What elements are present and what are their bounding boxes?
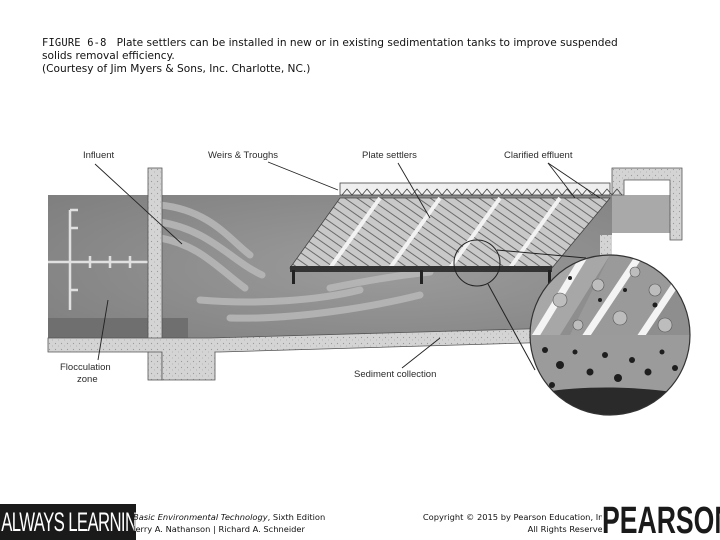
figure-caption: FIGURE 6-8 Plate settlers can be install…: [42, 37, 682, 76]
plate-support-beam: [290, 266, 552, 272]
flow-streaks: [156, 201, 434, 322]
rights-text: All Rights Reserved: [527, 524, 608, 534]
plate-gaps: [328, 196, 562, 270]
zoom-focus-circle: [453, 239, 501, 287]
magnified-circle-border: [529, 254, 691, 416]
tank-bottom-slab: [47, 327, 561, 381]
influent-wall: [147, 167, 163, 381]
plate-settlers-label: Plate settlers: [362, 150, 417, 161]
pearson-text: PEARSON: [602, 502, 720, 540]
book-edition: , Sixth Edition: [267, 512, 326, 522]
outlet-channel-walls: [611, 167, 683, 241]
book-title: Basic Environmental Technology: [133, 512, 268, 522]
outlet-channel-water: [612, 195, 670, 233]
copyright-block: Copyright © 2015 by Pearson Education, I…: [423, 511, 608, 535]
magnified-plate-detail: [530, 255, 690, 415]
weirs-troughs-label: Weirs & Troughs: [208, 150, 278, 161]
clarified-effluent-label: Clarified effluent: [504, 150, 573, 161]
flocculation-piping: [48, 208, 148, 310]
pearson-logo: PEARSON: [602, 502, 720, 540]
caption-line-3: (Courtesy of Jim Myers & Sons, Inc. Char…: [42, 63, 311, 75]
leader-lines: [94, 161, 601, 369]
zoom-connector-bottom: [487, 283, 536, 371]
weir-teeth: [341, 188, 623, 196]
tank-floor: [48, 318, 188, 340]
caption-line-2: solids removal efficiency.: [42, 50, 175, 62]
book-info: Basic Environmental Technology, Sixth Ed…: [133, 511, 325, 535]
sediment-collection-label: Sediment collection: [354, 369, 436, 380]
support-leg-left: [292, 270, 295, 284]
support-leg-mid: [420, 270, 423, 284]
always-learning-text: ALWAYS LEARNING: [1, 507, 136, 537]
influent-label: Influent: [83, 150, 115, 161]
book-authors: Jerry A. Nathanson | Richard A. Schneide…: [133, 524, 305, 534]
flocculation-zone-label: zone: [77, 374, 98, 385]
sedimentation-tank-diagram: Influent Weirs & Troughs Plate settlers …: [47, 150, 691, 416]
caption-line-1: Plate settlers can be installed in new o…: [116, 37, 618, 49]
support-leg-right: [548, 270, 551, 284]
flocculation-label: Flocculation: [60, 362, 111, 373]
zoom-connector-top: [496, 249, 587, 259]
copyright-text: Copyright © 2015 by Pearson Education, I…: [422, 512, 608, 522]
figure-number: FIGURE 6-8: [42, 37, 107, 49]
weir-trough: [339, 182, 611, 196]
always-learning-logo: ALWAYS LEARNING: [0, 504, 136, 540]
